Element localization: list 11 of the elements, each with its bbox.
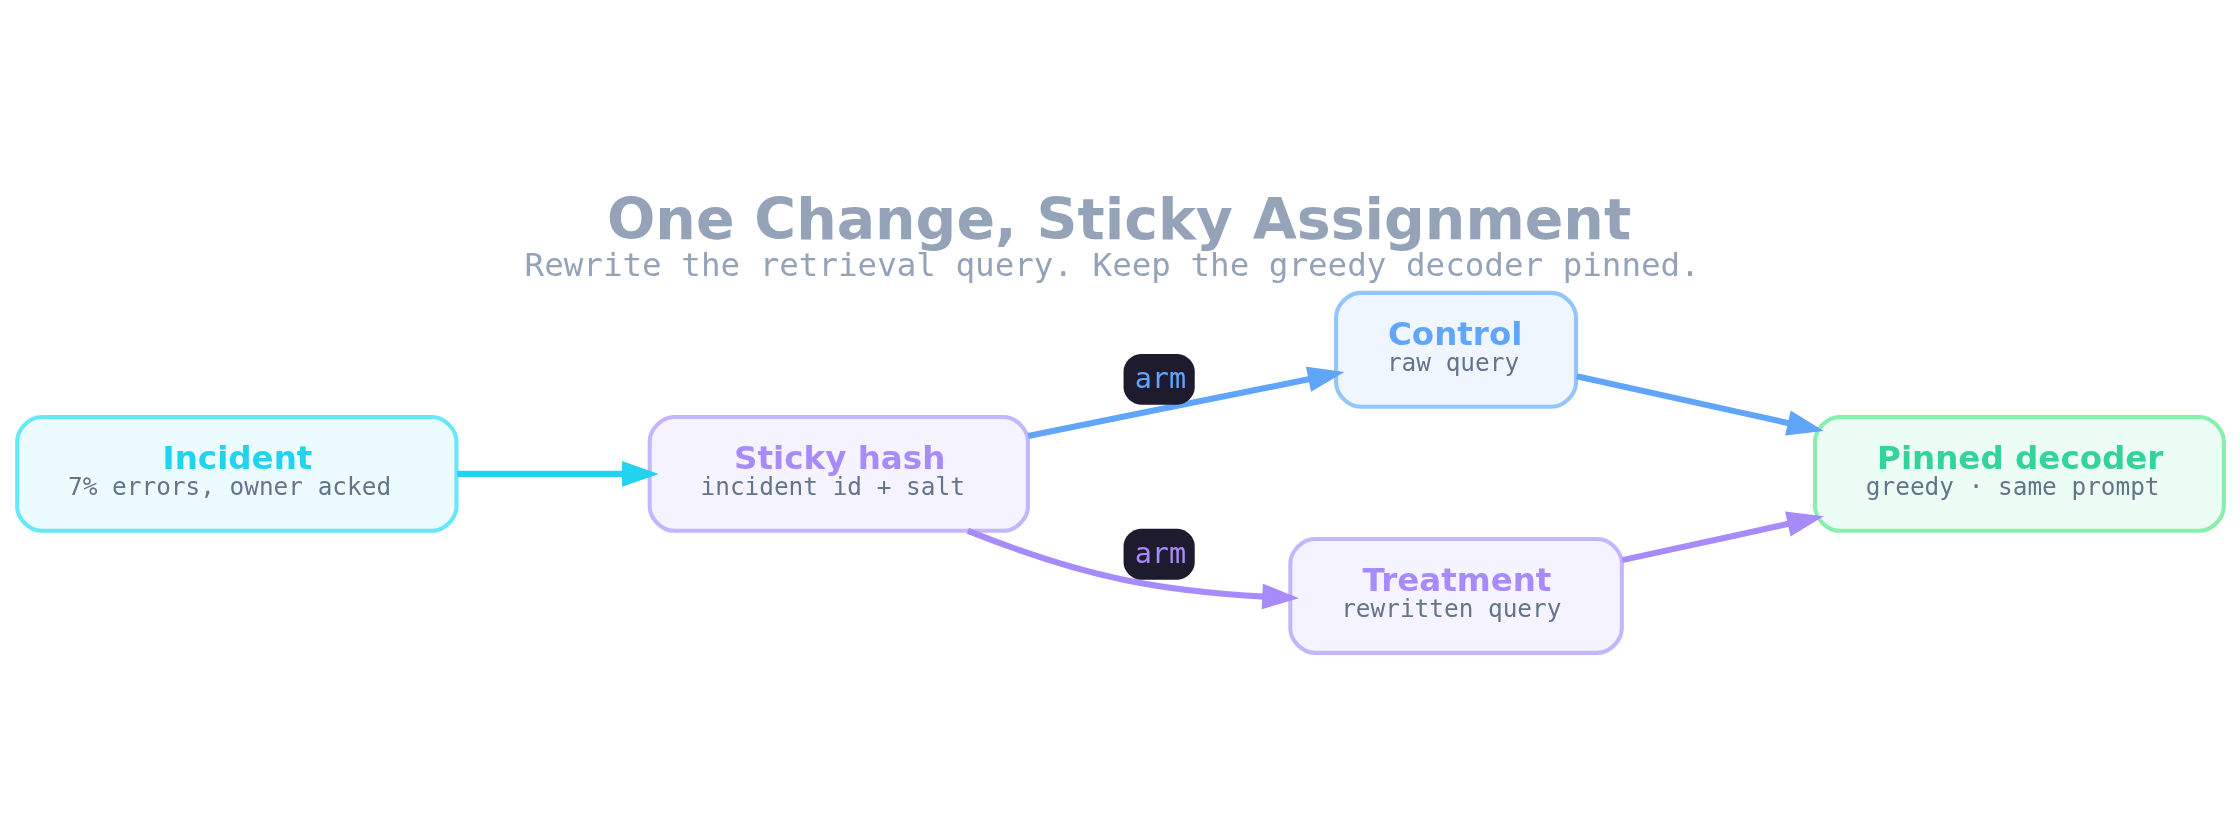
arrow (1575, 373, 1824, 436)
edge-label: arm (1134, 536, 1186, 570)
arrow (1620, 511, 1824, 564)
arrow (456, 461, 659, 487)
node-box: Sticky hash incident id + salt (647, 414, 1030, 533)
node-box: Control raw query (1333, 290, 1578, 409)
arrow (1027, 366, 1344, 439)
node-box: Treatment rewritten query (1287, 536, 1624, 655)
node-box: Pinned decoder greedy · same prompt (1812, 414, 2226, 533)
edge-label: arm (1134, 361, 1186, 395)
node-box: Incident 7% errors, owner acked (14, 414, 458, 533)
